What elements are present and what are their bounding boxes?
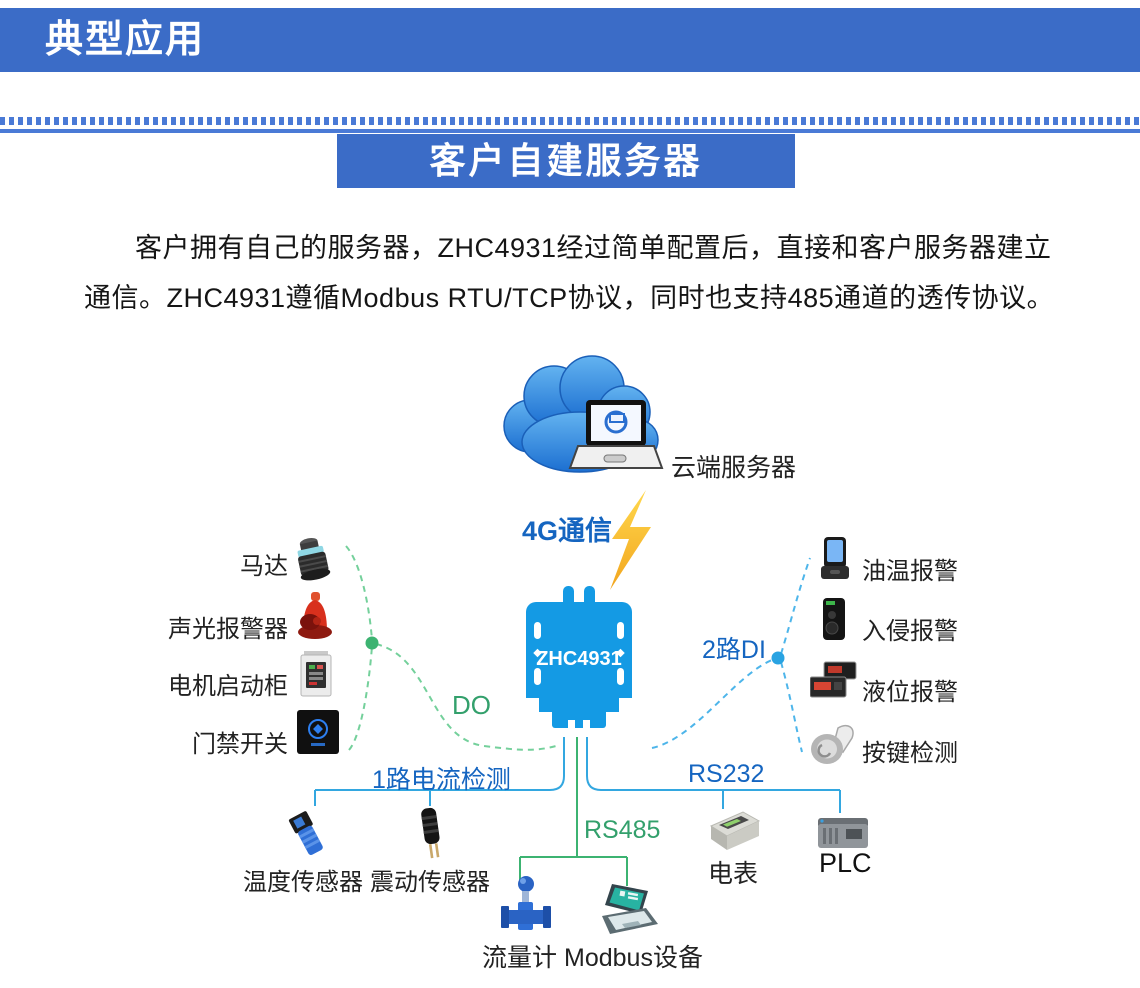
cloud-server-icon <box>503 355 664 473</box>
intro-line-2: 通信。ZHC4931遵循Modbus RTU/TCP协议，同时也支持485通道的… <box>84 283 1055 313</box>
liquid-level-alarm-label: 液位报警 <box>862 679 958 706</box>
vibration-sensor-label: 震动传感器 <box>370 869 490 896</box>
4g-link-label: 4G通信 <box>522 516 613 546</box>
intrusion-alarm-icon <box>823 598 845 640</box>
siren-label: 声光报警器 <box>168 616 288 643</box>
solid-separator <box>0 129 1140 133</box>
current-detect-label: 1路电流检测 <box>372 766 511 794</box>
motor-icon <box>297 538 331 581</box>
intro-line-1: 客户拥有自己的服务器，ZHC4931经过简单配置后，直接和客户服务器建立 <box>135 233 1052 263</box>
zhc4931-device: ZHC4931 <box>526 586 632 728</box>
flow-meter-label: 流量计 <box>482 944 558 972</box>
modbus-device-icon <box>602 884 658 934</box>
plc-icon <box>818 818 868 848</box>
key-detect-label: 按键检测 <box>862 740 958 767</box>
vibration-sensor-icon <box>421 807 440 859</box>
header-bar <box>0 8 1140 72</box>
do-dashed-brace <box>345 545 557 751</box>
di-dashed-brace <box>651 557 811 753</box>
modbus-device-label: Modbus设备 <box>564 944 703 972</box>
do-label: DO <box>452 690 491 720</box>
rs232-bracket <box>586 737 841 813</box>
lightning-icon <box>610 490 651 590</box>
laptop-icon <box>568 400 664 469</box>
motor-label: 马达 <box>240 553 288 580</box>
di-label: 2路DI <box>702 636 766 664</box>
rs485-label: RS485 <box>584 816 661 844</box>
rs485-bracket <box>519 737 628 886</box>
oil-temp-alarm-label: 油温报警 <box>862 558 958 585</box>
dotted-separator <box>0 117 1140 125</box>
door-switch-label: 门禁开关 <box>192 731 288 758</box>
flow-meter-icon <box>501 876 551 930</box>
door-switch-icon <box>297 710 339 754</box>
page-title: 典型应用 <box>45 19 206 61</box>
do-junction-dot <box>365 636 379 650</box>
cloud-server-label: 云端服务器 <box>671 454 797 482</box>
temperature-sensor-label: 温度传感器 <box>243 869 363 896</box>
starter-cabinet-icon <box>300 651 332 697</box>
intrusion-alarm-label: 入侵报警 <box>862 618 958 645</box>
temperature-sensor-icon <box>288 811 323 856</box>
liquid-level-alarm-icon <box>810 661 857 698</box>
oil-temp-alarm-icon <box>821 537 849 579</box>
current-detect-bracket <box>314 737 565 806</box>
di-junction-dot <box>771 651 785 665</box>
power-meter-icon <box>709 811 761 850</box>
section-title: 客户自建服务器 <box>337 134 795 188</box>
siren-icon <box>298 592 332 639</box>
plc-label: PLC <box>819 848 872 878</box>
starter-cabinet-label: 电机启动柜 <box>168 673 288 700</box>
device-name-text: ZHC4931 <box>536 648 622 670</box>
connector-lines <box>314 490 841 886</box>
power-meter-label: 电表 <box>707 860 758 888</box>
rs232-label: RS232 <box>688 760 765 788</box>
key-detect-icon <box>811 724 854 764</box>
